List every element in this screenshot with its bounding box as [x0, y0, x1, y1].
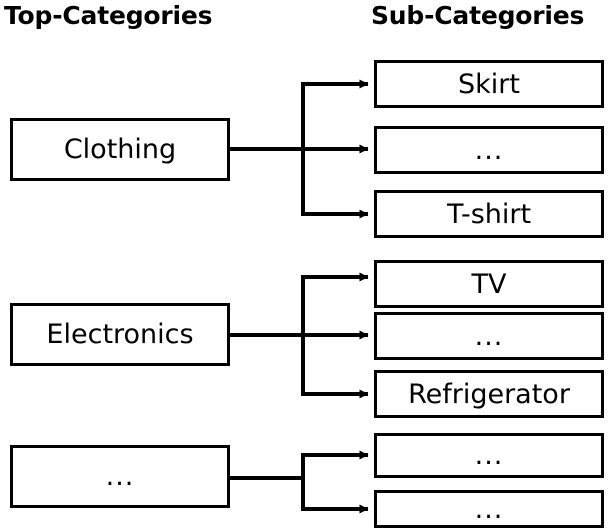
sub-category-box-ellipsis-2[interactable]: ...	[374, 490, 604, 528]
edge-group-clothing	[230, 79, 369, 219]
sub-categories-column-header: Sub-Categories	[371, 1, 585, 30]
top-category-box-clothing[interactable]: Clothing	[10, 118, 230, 181]
edge-group-electronics	[230, 272, 369, 399]
sub-category-box-electronics-ellipsis[interactable]: ...	[374, 312, 604, 360]
sub-category-label-ellipsis-2: ...	[474, 493, 504, 525]
sub-category-label-tv: TV	[471, 268, 507, 300]
sub-category-box-skirt[interactable]: Skirt	[374, 60, 604, 108]
sub-category-label-refrigerator: Refrigerator	[408, 378, 570, 410]
sub-category-box-tshirt[interactable]: T-shirt	[374, 190, 604, 238]
sub-category-label-clothing-ellipsis: ...	[474, 134, 504, 166]
sub-category-label-ellipsis-1: ...	[474, 440, 504, 471]
top-category-label-ellipsis: ...	[105, 461, 135, 492]
edge-group-ellipsis	[230, 450, 369, 514]
sub-category-box-tv[interactable]: TV	[374, 260, 604, 308]
sub-category-label-tshirt: T-shirt	[446, 198, 532, 230]
top-category-box-electronics[interactable]: Electronics	[10, 303, 230, 366]
sub-category-label-electronics-ellipsis: ...	[474, 320, 504, 352]
top-categories-column-header: Top-Categories	[4, 1, 213, 30]
sub-category-label-skirt: Skirt	[458, 68, 520, 100]
sub-category-box-clothing-ellipsis[interactable]: ...	[374, 126, 604, 174]
top-category-label-electronics: Electronics	[46, 319, 194, 350]
sub-category-box-ellipsis-1[interactable]: ...	[374, 433, 604, 478]
top-category-label-clothing: Clothing	[63, 134, 177, 165]
top-category-box-ellipsis[interactable]: ...	[10, 445, 230, 508]
sub-category-box-refrigerator[interactable]: Refrigerator	[374, 370, 604, 418]
